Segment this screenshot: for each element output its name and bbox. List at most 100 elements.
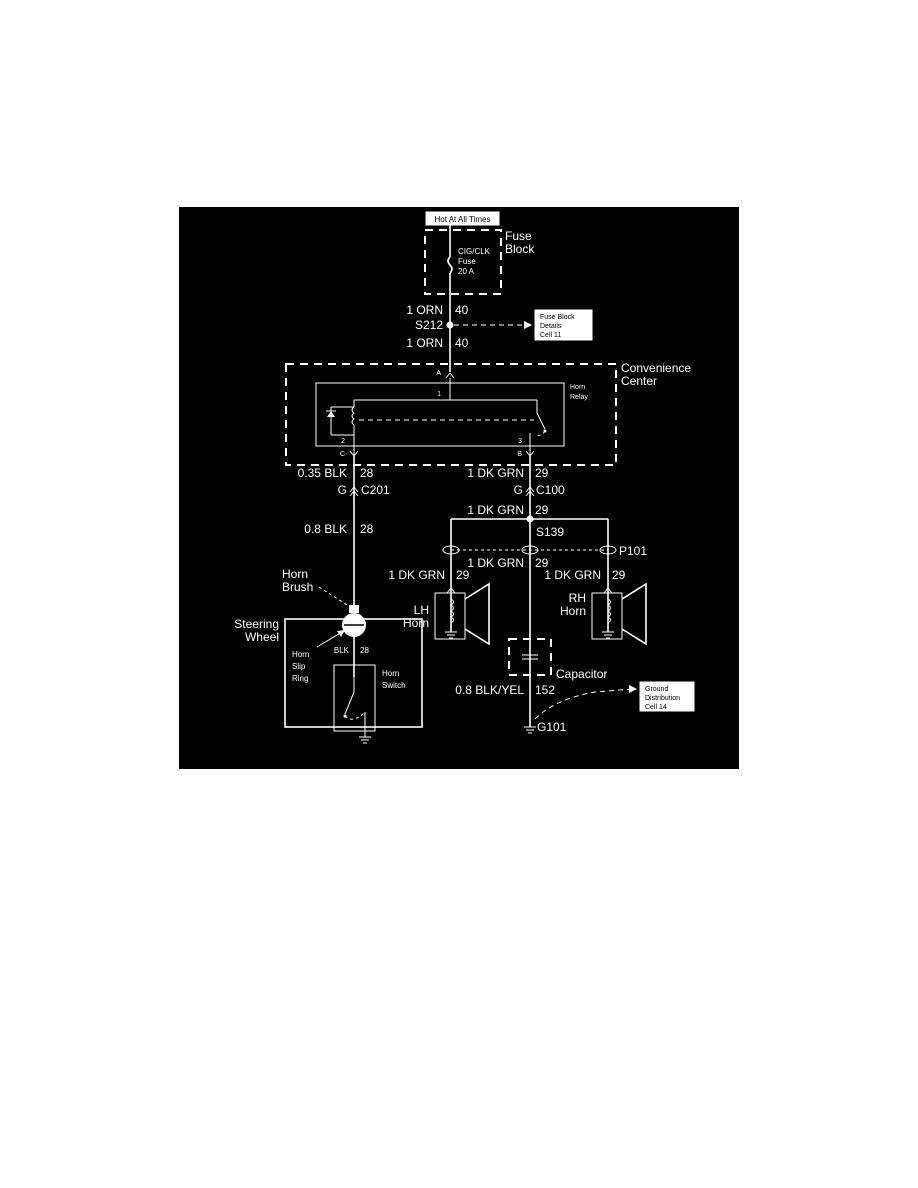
rh-horn-coil-icon (607, 598, 611, 624)
rh-horn-label-1: RH (569, 591, 586, 605)
circuit-29-mid-label: 29 (535, 556, 549, 570)
pin-c-label: C (340, 451, 345, 458)
arrow-right-icon (629, 685, 637, 693)
p101-mid-connector-icon (521, 545, 539, 555)
horn-brush-leader (318, 586, 348, 606)
pin-a-label: A (436, 370, 441, 377)
connector-c201-icon (349, 486, 359, 497)
convenience-center-label-2: Center (621, 374, 657, 388)
steering-wheel-label-2: Wheel (245, 630, 279, 644)
fuse-block-label-1: Fuse (505, 229, 532, 243)
ground-distribution-box: Ground Distribution Cell 14 (639, 681, 695, 712)
wire-08-blkyel-label: 0.8 BLK/YEL (455, 683, 524, 697)
ground-distribution-line-1: Ground (645, 686, 668, 693)
wiring-schematic: Hot At All Times Fuse Block CIG/CLK Fuse… (234, 211, 695, 744)
connector-c100-label: C100 (536, 483, 565, 497)
circuit-29-rh-label: 29 (612, 568, 626, 582)
pin-2-label: 2 (341, 438, 345, 445)
fuse-details-line-2: Details (540, 323, 562, 330)
wire-dkgrn-mid-label: 1 DK GRN (467, 556, 524, 570)
hot-at-all-times-box: Hot At All Times (425, 211, 500, 226)
splice-s212-label: S212 (415, 318, 443, 332)
ground-distribution-line-2: Distribution (645, 695, 680, 702)
coil-icon (351, 406, 355, 426)
wire-orn-bottom-label: 1 ORN (406, 336, 443, 350)
ground-distribution-line-3: Cell 14 (645, 704, 667, 711)
rh-horn-label-2: Horn (560, 604, 586, 618)
pin-3-label: 3 (518, 438, 522, 445)
hot-at-all-times-label: Hot At All Times (434, 215, 490, 224)
fuse-block-label-2: Block (505, 242, 535, 256)
circuit-28-c-label: 28 (360, 646, 369, 655)
wire-dkgrn-b-label: 1 DK GRN (467, 503, 524, 517)
horn-switch-label-1: Horn (382, 669, 399, 678)
fuse-type-label: Fuse (458, 257, 476, 266)
splice-s139-label: S139 (536, 525, 564, 539)
connector-g-right-label: G (514, 483, 523, 497)
horn-brush-icon (349, 605, 359, 613)
switch-return-dashed (534, 430, 546, 436)
circuit-40-top-label: 40 (455, 303, 469, 317)
pin-1-label: 1 (437, 391, 441, 398)
circuit-152-label: 152 (535, 683, 555, 697)
horn-switch-contact (344, 691, 355, 715)
p101-lh-connector-icon (442, 545, 460, 555)
convenience-center-label-1: Convenience (621, 361, 691, 375)
relay-switch-contact (536, 412, 546, 430)
wire-dkgrn-a-label: 1 DK GRN (467, 466, 524, 480)
convenience-center-outline (285, 363, 617, 466)
horn-slip-ring-label-2: Slip (292, 662, 306, 671)
ground-distribution-dashed-lead (534, 688, 634, 720)
horn-slip-ring-label-1: Horn (292, 650, 309, 659)
rh-horn-symbol (591, 582, 647, 646)
circuit-28-b-label: 28 (360, 522, 374, 536)
g101-ground-icon (524, 726, 536, 734)
circuit-29-lh-label: 29 (456, 568, 470, 582)
slip-ring-leader (316, 631, 343, 648)
wire-blk-label: BLK (334, 646, 350, 655)
arrow-right-icon (524, 321, 532, 329)
splice-s212-dot (446, 321, 454, 329)
pin-b-label: B (517, 451, 522, 458)
capacitor-outline (508, 638, 552, 676)
fuse-details-line-3: Cell 11 (540, 332, 561, 339)
wire-dkgrn-lh-label: 1 DK GRN (388, 568, 445, 582)
horn-circuit-diagram: Hot At All Times Fuse Block CIG/CLK Fuse… (179, 207, 739, 769)
circuit-28-a-label: 28 (360, 466, 374, 480)
connector-p101-label: P101 (619, 544, 647, 558)
lh-horn-symbol (434, 582, 490, 646)
rh-horn-speaker-icon (621, 582, 647, 646)
fuse-rating-label: 20 A (458, 267, 475, 276)
lh-horn-label-1: LH (414, 603, 429, 617)
diode-icon (327, 411, 335, 417)
wire-dkgrn-rh-label: 1 DK GRN (544, 568, 601, 582)
horn-brush-label-1: Horn (282, 567, 308, 581)
horn-switch-ground-icon (359, 736, 371, 744)
lh-horn-label-2: Horn (403, 616, 429, 630)
wire-08-blk-label: 0.8 BLK (304, 522, 347, 536)
p101-rh-connector-icon (599, 545, 617, 555)
horn-relay-label-2: Relay (570, 394, 588, 401)
circuit-29-b-label: 29 (535, 503, 549, 517)
wire-orn-top-label: 1 ORN (406, 303, 443, 317)
fuse-details-line-1: Fuse Block (540, 314, 575, 321)
circuit-29-a-label: 29 (535, 466, 549, 480)
lh-horn-coil-icon (450, 598, 454, 624)
ground-g101-label: G101 (537, 720, 567, 734)
connector-c100-icon (525, 486, 535, 497)
wire-035-blk-label: 0.35 BLK (298, 466, 347, 480)
lh-horn-speaker-icon (464, 582, 490, 646)
fuse-block-details-box: Fuse Block Details Cell 11 (534, 309, 593, 341)
horn-relay-label-1: Horn (570, 384, 585, 391)
connector-a-icon (445, 372, 455, 379)
horn-slip-ring-label-3: Ring (292, 674, 308, 683)
steering-wheel-label-1: Steering (234, 617, 279, 631)
fuse-name-label: CIG/CLK (458, 247, 491, 256)
horn-switch-outline (333, 664, 376, 732)
connector-c201-label: C201 (361, 483, 390, 497)
horn-brush-label-2: Brush (282, 580, 313, 594)
slip-ring-arrow-icon (337, 630, 345, 637)
horn-switch-label-2: Switch (382, 681, 406, 690)
circuit-40-bottom-label: 40 (455, 336, 469, 350)
connector-g-left-label: G (338, 483, 347, 497)
